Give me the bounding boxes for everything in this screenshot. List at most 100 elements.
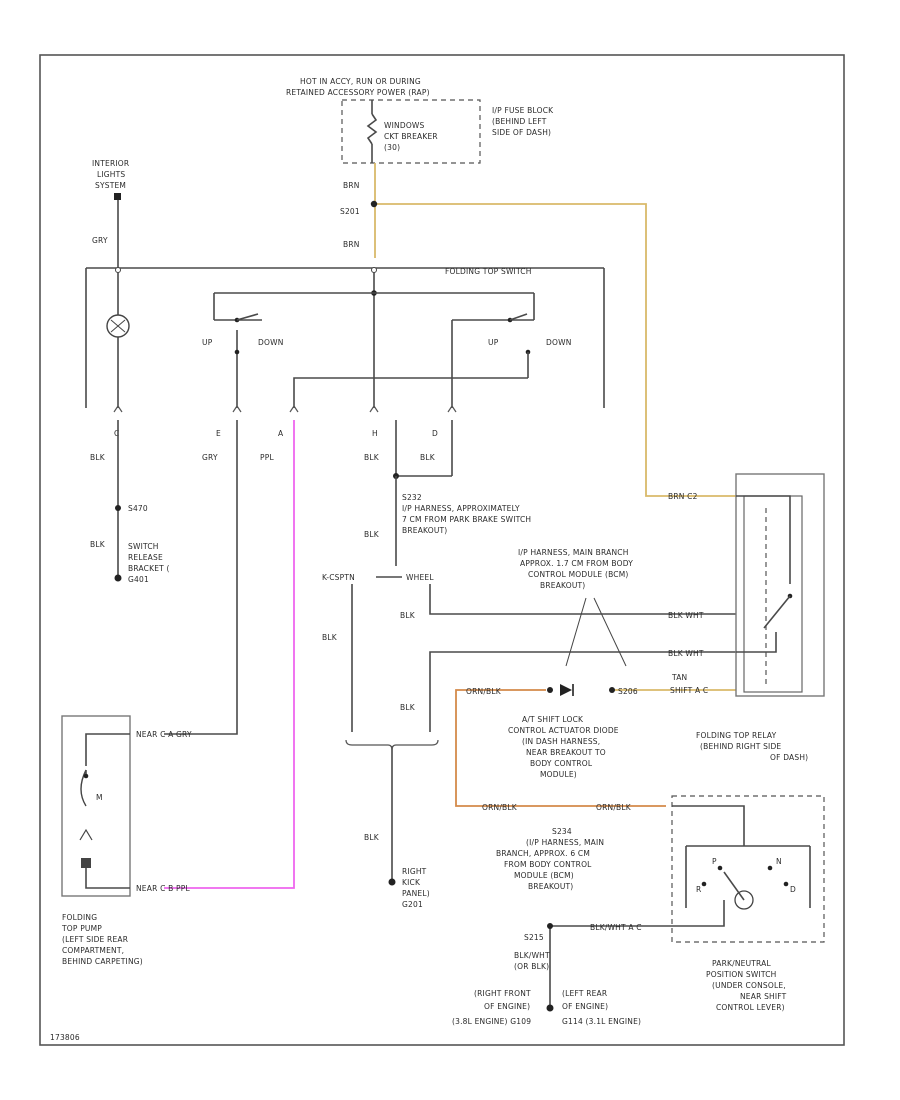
label-prnd-3: (UNDER CONSOLE, [712, 981, 786, 990]
label-at-shift-5: BODY CONTROL [530, 759, 593, 768]
label-s234-5: MODULE (BCM) [514, 871, 574, 880]
pin-a-connector [289, 404, 299, 413]
relay-contact-upper [736, 495, 791, 584]
label-pump-tag-2: NEAR C B PPL [136, 884, 190, 893]
label-gnd-front-3: (3.8L ENGINE) G109 [452, 1017, 531, 1026]
label-gnd-rear-1: (LEFT REAR [562, 989, 607, 998]
label-s234-2: (I/P HARNESS, MAIN [526, 838, 604, 847]
label-wire-brn-2: BRN [343, 240, 360, 249]
label-pin-a: A [278, 429, 284, 438]
label-at-shift-1: A/T SHIFT LOCK [522, 715, 584, 724]
label-prnd-d: D [790, 885, 796, 894]
switch-cross-link [293, 377, 528, 408]
wire-pin-e-gry [164, 420, 238, 735]
diode-icon [560, 684, 572, 696]
label-wire-blk-d: BLK [420, 453, 436, 462]
label-wire-gry-e: GRY [202, 453, 218, 462]
pin-d-connector [447, 404, 457, 413]
label-brn-relay-pin: BRN C2 [668, 492, 698, 501]
label-folding-top-switch: FOLDING TOP SWITCH [445, 267, 532, 276]
callout-arrow-right [593, 597, 627, 667]
switch-pin-top-mid [371, 267, 377, 273]
label-wire-brn-1: BRN [343, 181, 360, 190]
label-relay-2: (BEHIND RIGHT SIDE [700, 742, 781, 751]
label-up-right: UP [488, 338, 499, 347]
label-switch-bracket-2: RELEASE [128, 553, 163, 562]
label-s234-6: BREAKOUT) [528, 882, 573, 891]
label-wire-blk-mid: BLK [400, 611, 416, 620]
label-s232-4: BREAKOUT) [402, 526, 447, 535]
prnd-output [672, 900, 725, 927]
brn-wire-to-relay [375, 203, 736, 497]
label-wire-blk-ground: BLK [364, 833, 380, 842]
label-interior-lights-1: INTERIOR [92, 159, 129, 168]
label-gnd-front-2: OF ENGINE) [484, 1002, 530, 1011]
label-relay-1: FOLDING TOP RELAY [696, 731, 777, 740]
folding-top-relay [735, 473, 825, 697]
right-contact-arm [509, 313, 528, 321]
label-tan-shift-2: SHIFT A C [670, 686, 708, 695]
label-interior-lights-3: SYSTEM [95, 181, 126, 190]
splice-s470 [115, 505, 121, 511]
label-tan-shift-1: TAN [671, 673, 687, 682]
label-wire-gry: GRY [92, 236, 108, 245]
label-gnd-front-1: (RIGHT FRONT [474, 989, 531, 998]
label-pump-4: COMPARTMENT, [62, 946, 124, 955]
pump-ground-terminal [81, 858, 91, 868]
label-pump-m: M [96, 793, 103, 802]
pump-motor-icon [80, 769, 87, 807]
label-s232-3: 7 CM FROM PARK BRAKE SWITCH [402, 515, 531, 524]
label-ret-accy-power: RETAINED ACCESSORY POWER (RAP) [286, 88, 430, 97]
label-switch-bracket-3: BRACKET ( [128, 564, 170, 573]
label-s234-1: S234 [552, 827, 572, 836]
splice-s201 [370, 200, 378, 208]
folding-top-pump [61, 715, 131, 897]
label-pump-3: (LEFT SIDE REAR [62, 935, 128, 944]
label-right-kick-4: G201 [402, 900, 423, 909]
label-wire-ppl-a: PPL [260, 453, 274, 462]
label-prnd-n: N [776, 857, 782, 866]
label-prnd-4: NEAR SHIFT [740, 992, 787, 1001]
label-prnd-2: POSITION SWITCH [706, 970, 777, 979]
label-orn-blk-3: ORN/BLK [596, 803, 632, 812]
label-ip-fuse-block-2: (BEHIND LEFT [492, 117, 547, 126]
label-wire-blk-lower: BLK [400, 703, 416, 712]
label-cb-3: (30) [384, 143, 400, 152]
orn-wire-left-loop [455, 689, 666, 807]
label-pump-5: BEHIND CARPETING) [62, 957, 143, 966]
pump-feed-bottom [85, 868, 130, 889]
label-down-right: DOWN [546, 338, 572, 347]
label-orn-blk-1: ORN/BLK [466, 687, 502, 696]
label-pin-e: E [216, 429, 221, 438]
label-at-shift-2: CONTROL ACTUATOR DIODE [508, 726, 619, 735]
label-at-shift-6: MODULE) [540, 770, 577, 779]
label-down-left: DOWN [258, 338, 284, 347]
label-s215: S215 [524, 933, 544, 942]
label-wire-blk-h: BLK [364, 453, 380, 462]
label-right-kick-2: KICK [402, 878, 421, 887]
harness-bracket [345, 739, 439, 751]
label-switch-bracket-4: G401 [128, 575, 149, 584]
folding-top-switch: UP DOWN UP DOWN [85, 267, 605, 408]
interior-lights-terminal [114, 193, 121, 200]
pump-motor-contact [83, 773, 89, 779]
label-s470: S470 [128, 504, 148, 513]
circuit-breaker-icon [366, 113, 378, 145]
label-pin-h: H [372, 429, 378, 438]
prnd-contact-r [701, 881, 707, 887]
label-hot-in-acc: HOT IN ACCY, RUN OR DURING [300, 77, 421, 86]
prnd-dashed-box [671, 795, 825, 943]
label-prnd-5: CONTROL LEVER) [716, 1003, 785, 1012]
switch-pin-top-left [115, 267, 121, 273]
relay-inner-box [743, 495, 803, 693]
label-switch-bracket-1: SWITCH [128, 542, 159, 551]
label-right-kick-1: RIGHT [402, 867, 427, 876]
label-s232-2: I/P HARNESS, APPROXIMATELY [402, 504, 520, 513]
label-right-kick-3: PANEL) [402, 889, 430, 898]
ground-g401 [114, 574, 122, 582]
label-wire-blk-left: BLK [322, 633, 338, 642]
prnd-feed [672, 805, 745, 846]
fuse-block-box [341, 99, 481, 164]
left-up-contact [234, 349, 240, 355]
label-at-shift-3: (IN DASH HARNESS, [522, 737, 600, 746]
